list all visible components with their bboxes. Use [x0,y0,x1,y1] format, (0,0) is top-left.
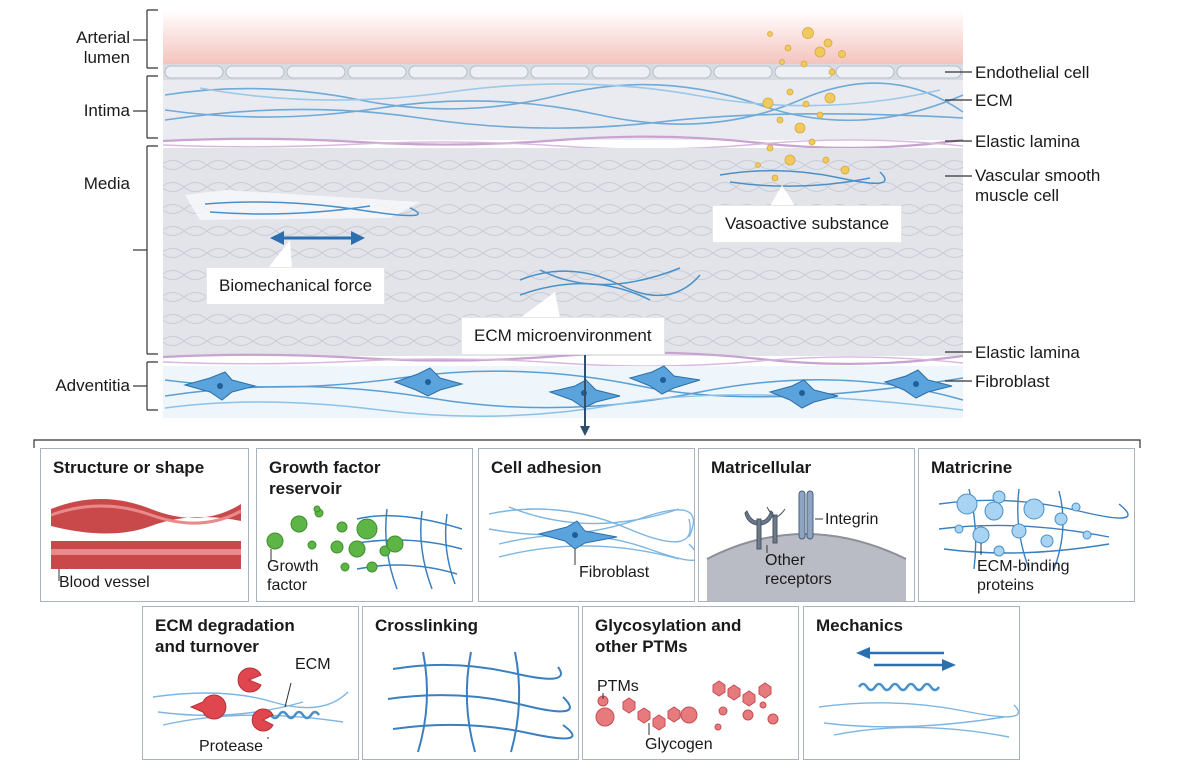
intima-ecm-fibers [164,82,964,129]
growth-factor-label: Growth factor [267,558,319,594]
panel-crosslinking: Crosslinking [362,606,579,760]
protease-icon [152,667,349,739]
arterial-lumen-region [163,10,963,66]
other-receptors-label: Other receptors [765,552,832,588]
elastic-lamina-lower [162,351,964,365]
panel-matricellular-title: Matricellular [711,458,812,477]
vasoactive-particles [755,27,850,182]
adhesion-fibroblast-label: Fibroblast [579,564,650,581]
panel-matricrine: Matricrine ECM-binding proteins [918,448,1135,602]
panel-growth-factor: Growth factor reservoir Growth factor [256,448,473,602]
panel-glyco-title: Glycosylation and other PTMs [595,616,742,656]
panel-glycosylation: Glycosylation and other PTMs PTMs Glycog… [582,606,799,760]
receptor-icon [706,490,907,601]
biomechanical-force-arrow [270,231,365,245]
panel-cell-adhesion: Cell adhesion Fibroblast [478,448,695,602]
panel-growth-title: Growth factor reservoir [269,458,381,498]
glycogen-label: Glycogen [645,736,713,753]
degradation-ecm-label: ECM [295,656,331,673]
panel-ecm-degradation: ECM degradation and turnover ECM Proteas… [142,606,359,760]
glycosylation-icon [595,680,779,735]
blood-vessel-icon [50,499,242,581]
panel-matricrine-title: Matricrine [931,458,1013,477]
endothelial-cell-row [163,64,963,80]
biomechanical-callout: Biomechanical force [207,268,385,304]
panel-crosslinking-title: Crosslinking [375,616,478,635]
vsmc-label: Vascular smooth muscle cell [975,166,1101,205]
panel-matricellular: Matricellular Integrin Other receptors [698,448,915,602]
ecm-binding-proteins-label: ECM-binding proteins [977,558,1070,594]
intima-label: Intima [83,101,130,120]
adventitia-label: Adventitia [55,376,130,395]
protease-label: Protease [199,738,264,755]
integrin-label: Integrin [825,511,879,528]
mechanics-icon [818,647,1019,738]
elastic-lamina-top-label: Elastic lamina [975,132,1080,151]
panel-structure: Structure or shape Blood vessel [40,448,249,602]
vasoactive-callout: Vasoactive substance [713,206,902,242]
layer-brackets [133,9,158,411]
media-ecm-fibers [204,169,886,301]
panel-mechanics: Mechanics [803,606,1020,760]
ptms-label: PTMs [597,678,639,695]
panel-degradation-title: ECM degradation and turnover [155,616,295,656]
arterial-lumen-label: Arterial lumen [76,28,130,67]
elastic-lamina-bottom-label: Elastic lamina [975,343,1080,362]
fibroblast-label: Fibroblast [975,372,1050,391]
panel-mechanics-title: Mechanics [816,616,903,635]
blood-vessel-label: Blood vessel [59,574,150,591]
elastic-lamina-upper [162,135,964,149]
down-arrow [580,350,590,436]
ecm-binding-proteins-icon [938,488,1129,570]
ecm-microenvironment-callout: ECM microenvironment [462,318,664,354]
growth-factor-icon [266,505,463,590]
fibroblast-adhesion-icon [488,506,694,565]
crosslinking-icon [387,651,574,753]
endothelial-cell-label: Endothelial cell [975,63,1090,82]
media-label: Media [83,174,130,193]
ecm-label: ECM [975,91,1013,110]
panel-adhesion-title: Cell adhesion [491,458,602,477]
panel-structure-title: Structure or shape [53,458,205,477]
